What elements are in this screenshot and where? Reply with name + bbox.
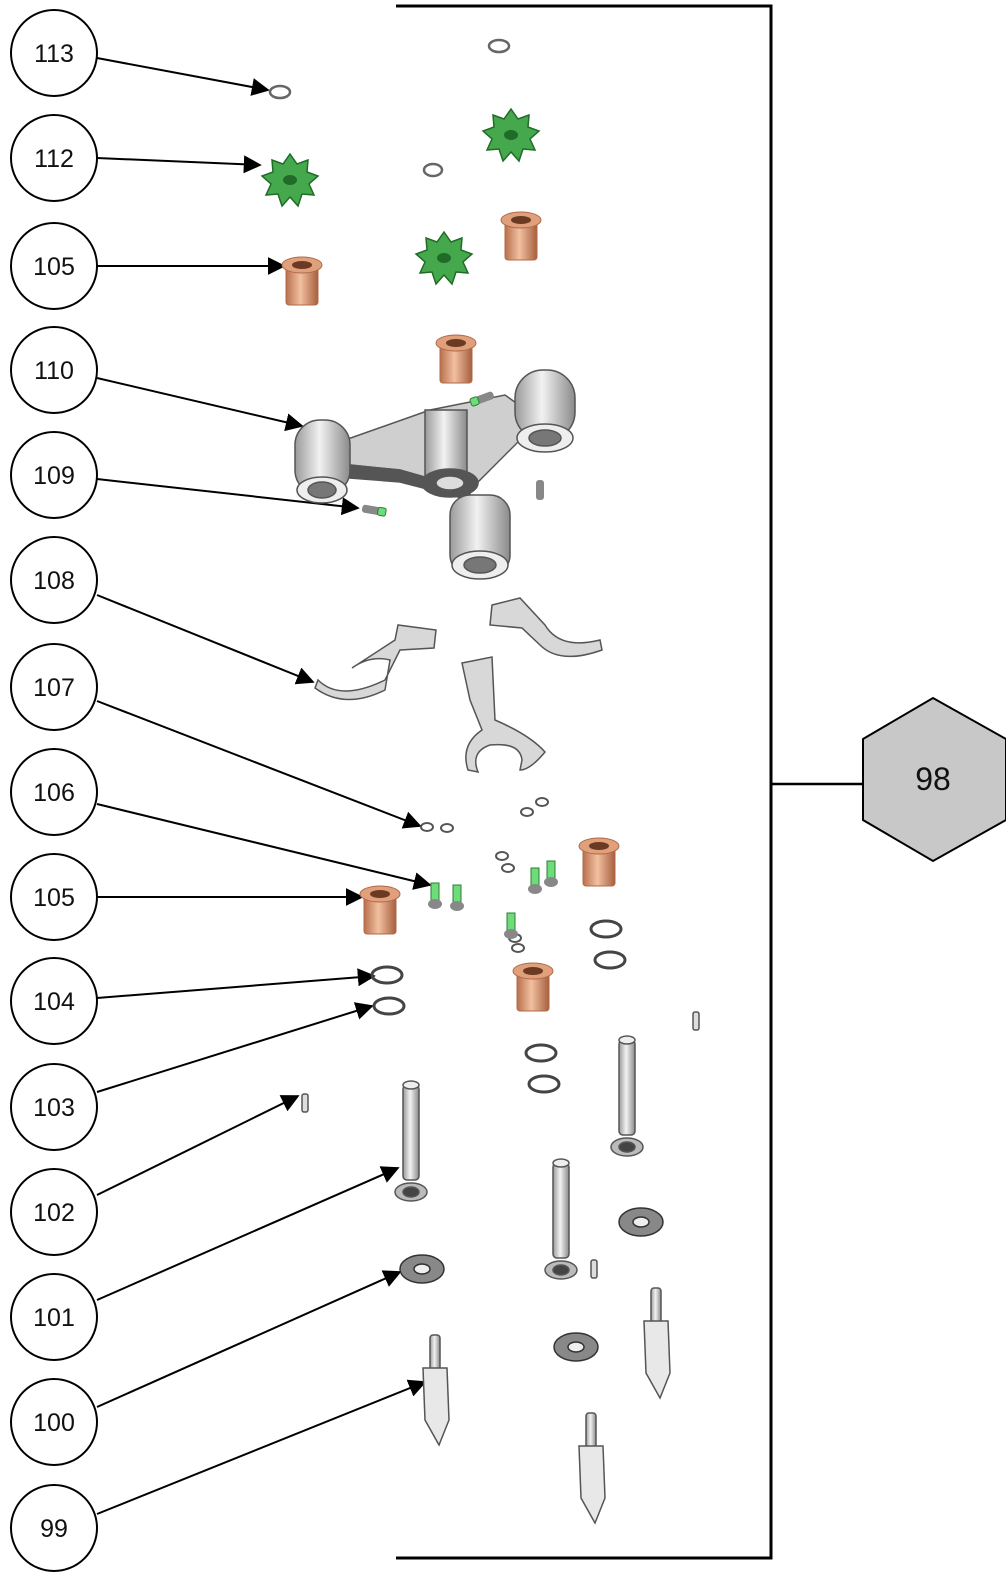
leader-108 (96, 594, 315, 685)
assembly-hexagon: 98 (862, 696, 1006, 863)
bushing-part-105 (281, 211, 620, 1012)
callout-label: 112 (34, 145, 74, 173)
callout-102: 102 (10, 1168, 98, 1256)
circlip-part-107 (420, 797, 549, 953)
leader-106 (96, 803, 432, 890)
parts (260, 38, 700, 1525)
washer-part-104-103 (370, 919, 627, 1094)
callout-100: 100 (10, 1378, 98, 1466)
callout-113: 113 (10, 9, 98, 97)
leader-102 (96, 1095, 300, 1196)
leader-110 (96, 377, 304, 432)
callout-101: 101 (10, 1273, 98, 1361)
leader-103 (96, 1002, 374, 1093)
callout-label: 113 (34, 40, 74, 68)
callout-label: 109 (33, 462, 75, 490)
planet-carrier-part-110 (294, 369, 576, 580)
leader-100 (96, 1270, 402, 1408)
callout-label: 103 (33, 1094, 75, 1122)
leader-107 (96, 700, 422, 829)
snap-ring-part-113 (268, 38, 511, 178)
gear-part-112 (260, 107, 541, 286)
callout-label: 107 (33, 674, 75, 702)
leader-99 (96, 1379, 427, 1515)
callout-103: 103 (10, 1063, 98, 1151)
callout-label: 105 (33, 884, 75, 912)
callout-99: 99 (10, 1484, 98, 1572)
callout-105-top: 105 (10, 222, 98, 310)
callout-109: 109 (10, 431, 98, 519)
pin-part-106 (428, 860, 558, 939)
callout-label: 110 (34, 357, 74, 385)
callout-label: 104 (33, 988, 75, 1016)
callout-105-bottom: 105 (10, 853, 98, 941)
bracket-part-108 (314, 597, 603, 774)
callout-label: 106 (33, 779, 75, 807)
callout-label: 99 (40, 1515, 68, 1543)
key-part-102 (301, 1011, 700, 1279)
assembly-label: 98 (915, 761, 951, 797)
shaft-part-101 (394, 1035, 644, 1280)
callout-label: 108 (33, 567, 75, 595)
disc-part-100 (399, 1207, 664, 1362)
blade-part-99 (422, 1287, 671, 1525)
callout-label: 101 (33, 1304, 75, 1332)
callout-label: 105 (33, 253, 75, 281)
callout-104: 104 (10, 957, 98, 1045)
group-bracket (396, 4, 773, 1560)
leader-lines (96, 57, 432, 1515)
callout-label: 100 (33, 1409, 75, 1437)
screw-part-109 (361, 391, 544, 517)
callout-107: 107 (10, 643, 98, 731)
callout-106: 106 (10, 748, 98, 836)
leader-101 (96, 1166, 400, 1301)
leader-104 (96, 968, 376, 999)
callout-112: 112 (10, 114, 98, 202)
callout-110: 110 (10, 326, 98, 414)
leader-113 (96, 57, 270, 96)
callout-108: 108 (10, 536, 98, 624)
leader-112 (96, 155, 262, 174)
callout-label: 102 (33, 1199, 75, 1227)
